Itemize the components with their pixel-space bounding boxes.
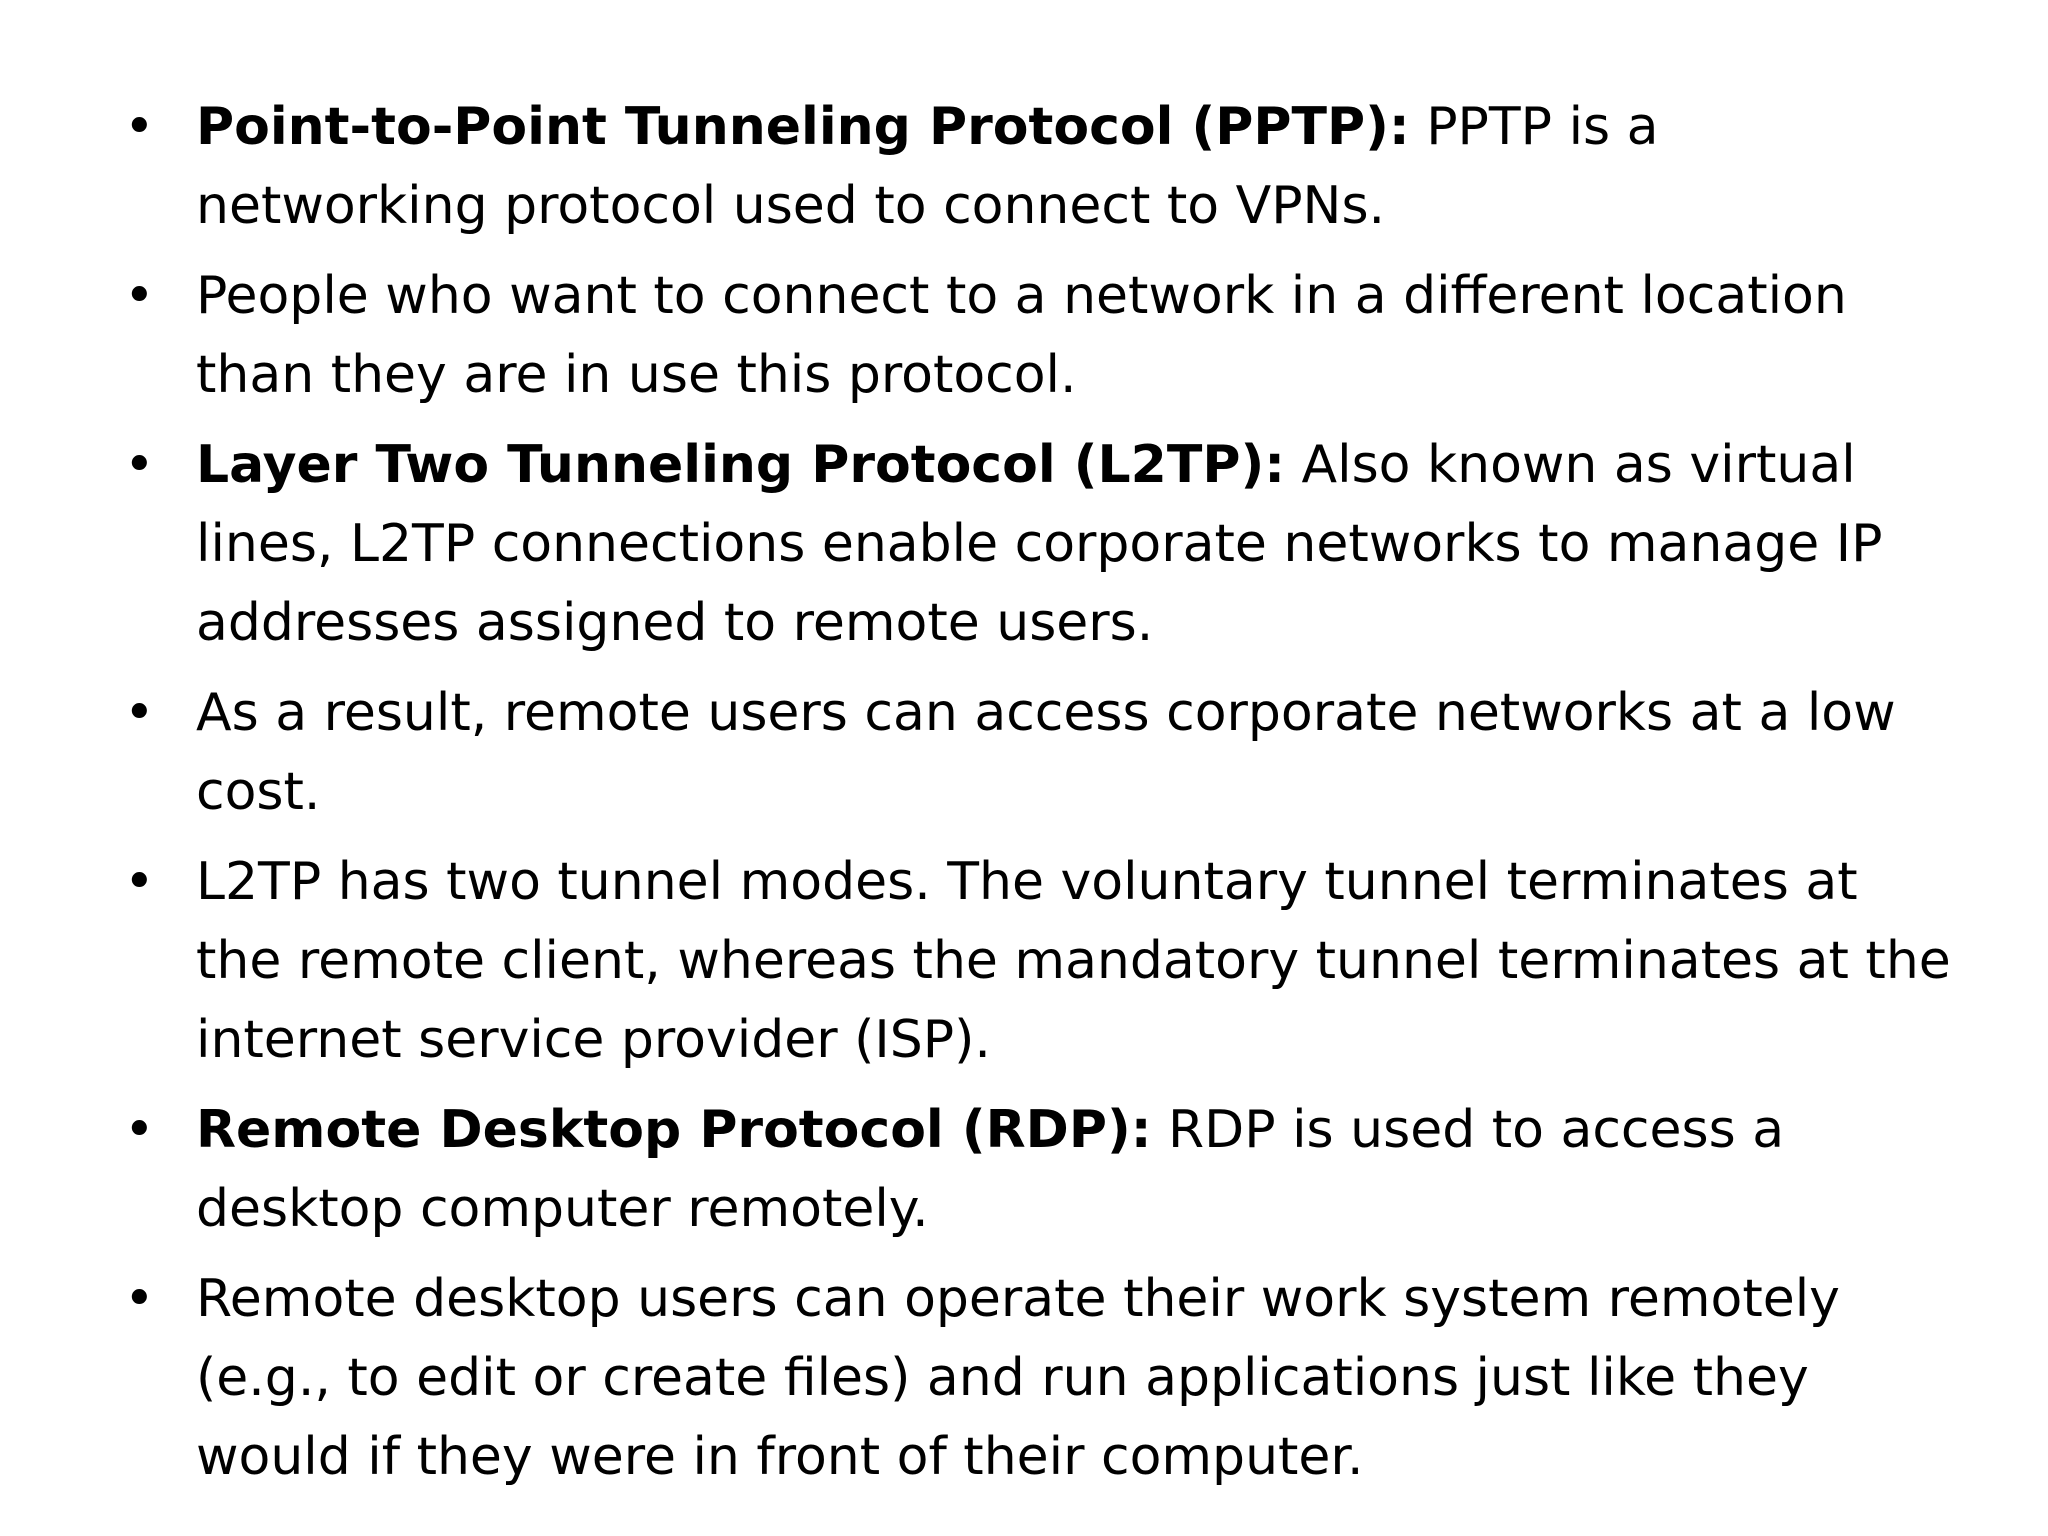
bullet-dot-icon: • [124,1269,155,1329]
bullet-text: Also known as virtual lines, L2TP connec… [196,435,1883,653]
bullet-text: People who want to connect to a network … [196,266,1847,405]
bullet-item-l2tp: • Layer Two Tunneling Protocol (L2TP): Al… [124,426,1956,663]
bullet-text: PPTP is a networking protocol used to co… [196,97,1659,236]
bullet-item-l2tp-modes: • L2TP has two tunnel modes. The voluntar… [124,843,1956,1080]
bullet-item-pptp: • Point-to-Point Tunneling Protocol (PPTP… [124,88,1956,246]
bullet-text: As a result, remote users can access cor… [196,683,1896,822]
bullet-dot-icon: • [124,266,155,326]
bullet-dot-icon: • [124,435,155,495]
bullet-item-pptp-users: • People who want to connect to a network… [124,257,1956,415]
bullet-item-rdp: • Remote Desktop Protocol (RDP): RDP is u… [124,1091,1956,1249]
bullet-term: Point-to-Point Tunneling Protocol (PPTP)… [196,97,1410,157]
bullet-text: Remote desktop users can operate their w… [196,1269,1840,1487]
bullet-term: Remote Desktop Protocol (RDP): [196,1100,1152,1160]
bullet-dot-icon: • [124,1100,155,1160]
bullet-text: L2TP has two tunnel modes. The voluntary… [196,852,1951,1070]
bullet-dot-icon: • [124,683,155,743]
bullet-text: RDP is used to access a desktop computer… [196,1100,1785,1239]
bullet-list: • Point-to-Point Tunneling Protocol (PPTP… [124,88,1956,1508]
bullet-dot-icon: • [124,97,155,157]
bullet-item-rdp-users: • Remote desktop users can operate their… [124,1260,1956,1497]
bullet-dot-icon: • [124,852,155,912]
bullet-term: Layer Two Tunneling Protocol (L2TP): [196,435,1286,495]
bullet-item-l2tp-cost: • As a result, remote users can access co… [124,674,1956,832]
